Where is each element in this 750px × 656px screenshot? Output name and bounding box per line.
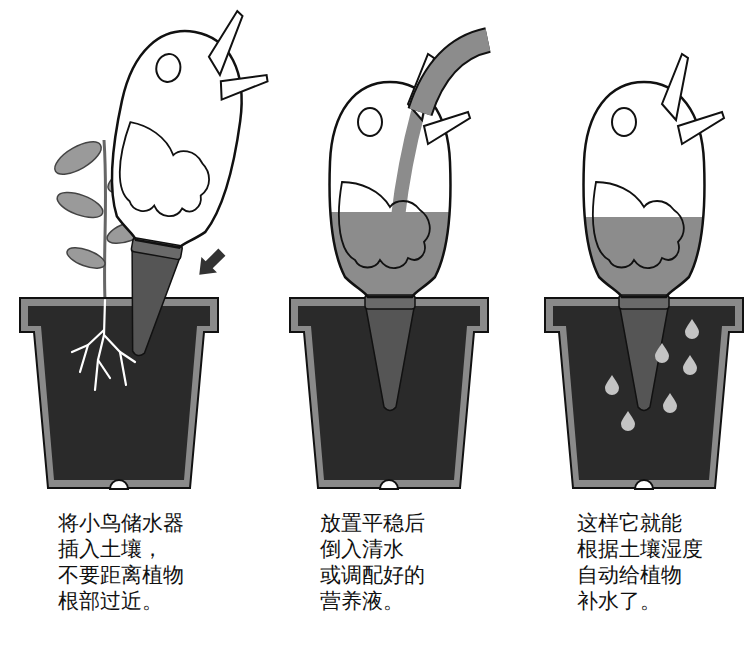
pouring-water: [420, 40, 488, 112]
step-caption: 放置平稳后 倒入清水 或调配好的 营养液。: [320, 510, 470, 614]
direction-arrow: [191, 244, 229, 282]
caption-box: 这样它就能 根据土壤湿度 自动给植物 补水了。: [577, 510, 727, 614]
roots: [72, 300, 135, 390]
bird-water-spike: [320, 54, 470, 411]
step-caption: 这样它就能 根据土壤湿度 自动给植物 补水了。: [577, 510, 727, 614]
bird-water-spike: [574, 54, 724, 411]
bird-water-spike: [78, 0, 278, 369]
flower-pot: [20, 298, 218, 489]
caption-box: 放置平稳后 倒入清水 或调配好的 营养液。: [320, 510, 470, 614]
water-drops: [605, 319, 699, 431]
step-caption: 将小鸟储水器 插入土壤， 不要距离植物 根部过近。: [58, 510, 208, 614]
caption-box: 将小鸟储水器 插入土壤， 不要距离植物 根部过近。: [58, 510, 208, 614]
